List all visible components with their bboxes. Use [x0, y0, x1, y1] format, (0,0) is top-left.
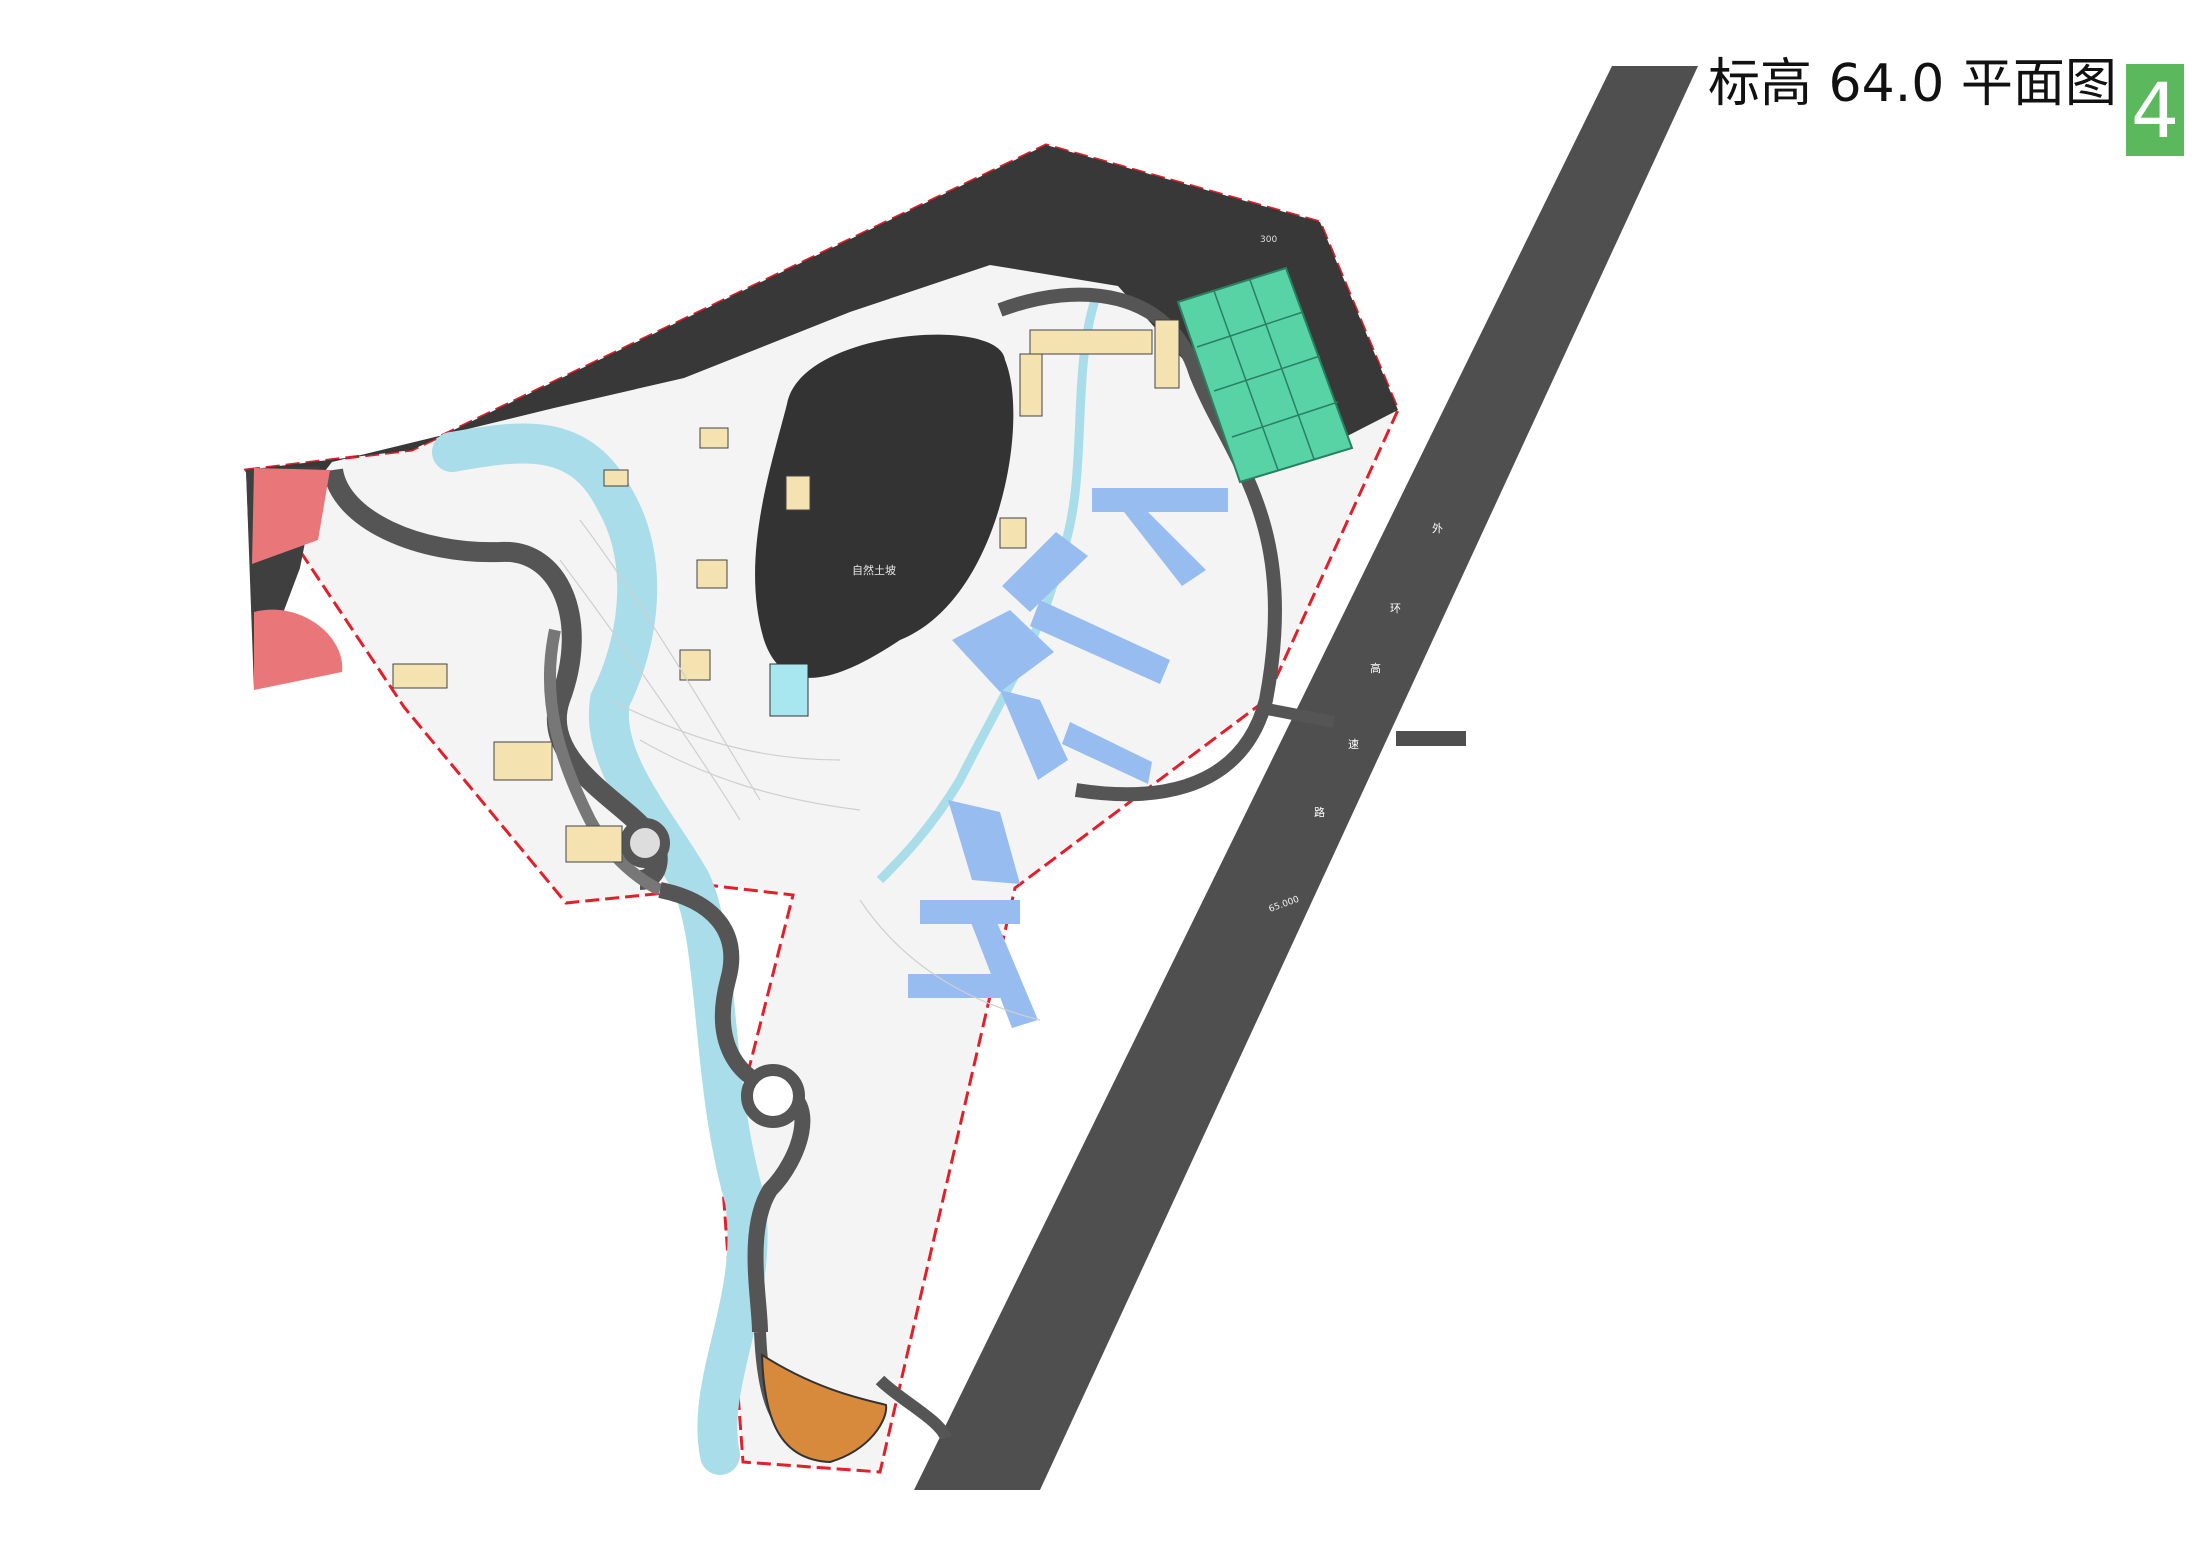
- plaza-north: [252, 468, 330, 564]
- west-perimeter-road: [543, 628, 663, 896]
- stadium-label: 自然土坡: [852, 563, 896, 577]
- sports-courts: [1176, 266, 1354, 484]
- north-dark-zone: [246, 145, 1398, 568]
- plaza-south: [254, 609, 343, 690]
- road-char-1: 外: [1432, 522, 1443, 535]
- road-char-3: 高: [1370, 661, 1381, 675]
- sheet-number-badge: 4: [2126, 64, 2184, 156]
- road-char-4: 速: [1348, 738, 1359, 751]
- east-loop-road: [997, 287, 1283, 802]
- east-spur-road: [1260, 702, 1336, 728]
- south-arena: [760, 1353, 888, 1464]
- roundabout-south: [741, 1064, 805, 1128]
- road-char-2: 环: [1390, 602, 1401, 615]
- access-road: [1396, 731, 1466, 746]
- court-grid: [1196, 279, 1339, 471]
- terrain-contours: [559, 519, 1041, 1021]
- roundabout-north: [620, 818, 670, 868]
- sheet-title: 标高 64.0 平面图: [1708, 54, 2117, 114]
- stadium-entrance-pavilion: [769, 663, 809, 717]
- expressway-label: 外 环 高 速 路: [1314, 522, 1443, 819]
- sheet-number: 4: [2130, 65, 2180, 155]
- north-level-mark: 300: [1260, 235, 1277, 245]
- academic-buildings: [392, 319, 1180, 863]
- arena-road-east: [875, 1375, 952, 1441]
- stadium: [755, 334, 1014, 678]
- dormitory-wings: [908, 488, 1228, 1028]
- expressway: [914, 66, 1698, 1490]
- road-char-5: 路: [1314, 806, 1325, 819]
